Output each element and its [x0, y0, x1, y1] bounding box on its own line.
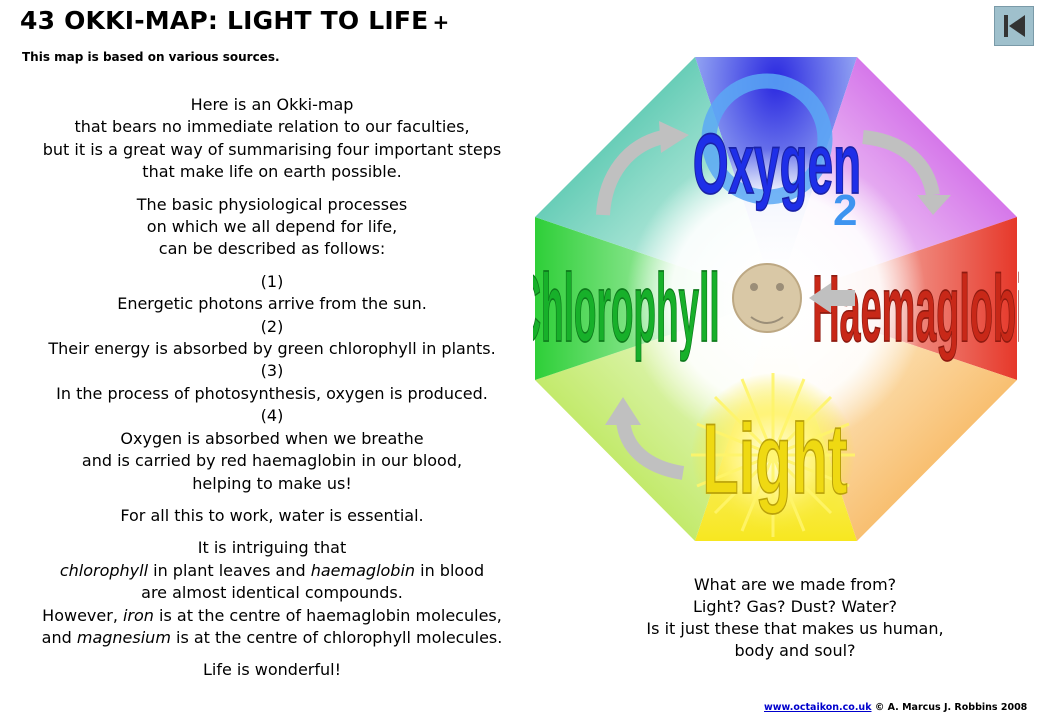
- step-number: (4): [260, 406, 284, 426]
- cycle-arrows: [596, 130, 940, 480]
- arrow-light-to-chlorophyll: [616, 419, 685, 480]
- compounds-line: are almost identical compounds.: [141, 583, 403, 603]
- arrowhead-bottom-left: [605, 397, 641, 425]
- intro-line: that make life on earth possible.: [142, 162, 402, 182]
- question-line: What are we made from?: [693, 575, 897, 594]
- arrow-haemaglobin-to-face: [809, 283, 855, 313]
- compounds-line-mid: in plant leaves and: [148, 560, 311, 580]
- plus-mark: +: [432, 10, 450, 34]
- chlorophyll-term: chlorophyll: [59, 560, 149, 580]
- footer-credit: www.octaikon.co.uk © A. Marcus J. Robbin…: [764, 702, 1027, 713]
- magnesium-term: magnesium: [76, 627, 171, 647]
- step-text: and is carried by red haemaglobin in our…: [81, 451, 463, 471]
- step-number: (3): [260, 361, 284, 381]
- magnesium-pre: and: [41, 627, 77, 647]
- step-text: Energetic photons arrive from the sun.: [117, 294, 427, 314]
- intro-line: Here is an Okki-map: [190, 95, 354, 114]
- arrow-chlorophyll-to-oxygen: [596, 130, 665, 216]
- website-link[interactable]: www.octaikon.co.uk: [764, 702, 872, 713]
- o2-symbol: 2: [701, 73, 857, 235]
- oxygen-label: Oxygen: [693, 117, 861, 212]
- compounds-paragraph: It is intriguing that chlorophyll in pla…: [18, 537, 526, 649]
- haemaglobin-term: haemaglobin: [310, 560, 416, 580]
- o2-subscript: 2: [833, 186, 857, 235]
- copyright-text: © A. Marcus J. Robbins 2008: [871, 702, 1028, 713]
- iron-term: iron: [122, 605, 154, 625]
- compounds-line: chlorophyll in plant leaves and haemaglo…: [60, 561, 484, 580]
- question-line: Light? Gas? Dust? Water?: [692, 597, 898, 616]
- intro-line: that bears no immediate relation to our …: [74, 117, 470, 137]
- back-button[interactable]: [994, 6, 1034, 46]
- skip-back-icon: [1004, 15, 1025, 37]
- haemaglobin-label: Haemaglobin: [812, 257, 1019, 362]
- step-text: Their energy is absorbed by green chloro…: [48, 339, 496, 359]
- water-paragraph: For all this to work, water is essential…: [120, 505, 424, 525]
- iron-pre: However,: [42, 605, 123, 625]
- compounds-line-end: in blood: [415, 560, 485, 580]
- step-number: (1): [260, 271, 284, 291]
- step-text: helping to make us!: [192, 473, 352, 493]
- page-title: 43 OKKI-MAP: LIGHT TO LIFE+: [20, 6, 449, 35]
- processes-line: can be described as follows:: [158, 239, 386, 259]
- question-line: Is it just these that makes us human,: [646, 619, 944, 638]
- subtitle: This map is based on various sources.: [22, 50, 280, 64]
- processes-line: on which we all depend for life,: [146, 217, 398, 237]
- step-text: In the process of photosynthesis, oxygen…: [56, 383, 488, 403]
- step-number: (2): [260, 316, 284, 336]
- magnesium-post: is at the centre of chlorophyll molecule…: [170, 627, 503, 647]
- arrowhead-top-right: [917, 195, 951, 215]
- smiley-face-icon: [732, 263, 802, 333]
- closing-line: Life is wonderful!: [202, 660, 341, 680]
- sun-icon: [691, 373, 855, 537]
- chlorophyll-label: Chlorophyll: [533, 254, 720, 362]
- step-text: Oxygen is absorbed when we breathe: [120, 428, 424, 448]
- okki-map-octagon: 2 Oxygen Chlorophyll Haemaglobin Light: [533, 57, 1019, 541]
- processes-paragraph: The basic physiological processes on whi…: [18, 194, 526, 261]
- arrow-heads: [605, 121, 951, 425]
- processes-line: The basic physiological processes: [136, 194, 408, 214]
- light-label: Light: [702, 404, 847, 514]
- intro-paragraph: Here is an Okki-map that bears no immedi…: [18, 94, 526, 184]
- compounds-line: and magnesium is at the centre of chloro…: [42, 628, 503, 647]
- explanation-text: Here is an Okki-map that bears no immedi…: [18, 94, 526, 692]
- arrow-oxygen-to-haemaglobin: [862, 130, 940, 197]
- intro-line: but it is a great way of summarising fou…: [42, 139, 502, 159]
- compounds-line: It is intriguing that: [197, 538, 347, 558]
- page-title-text: 43 OKKI-MAP: LIGHT TO LIFE: [20, 6, 429, 35]
- question-line: body and soul?: [734, 641, 856, 660]
- question-text: What are we made from? Light? Gas? Dust?…: [620, 574, 970, 662]
- arrowhead-top-left: [659, 121, 689, 153]
- steps-paragraph: (1) Energetic photons arrive from the su…: [18, 271, 526, 495]
- iron-post: is at the centre of haemaglobin molecule…: [153, 605, 502, 625]
- compounds-line: However, iron is at the centre of haemag…: [42, 606, 502, 625]
